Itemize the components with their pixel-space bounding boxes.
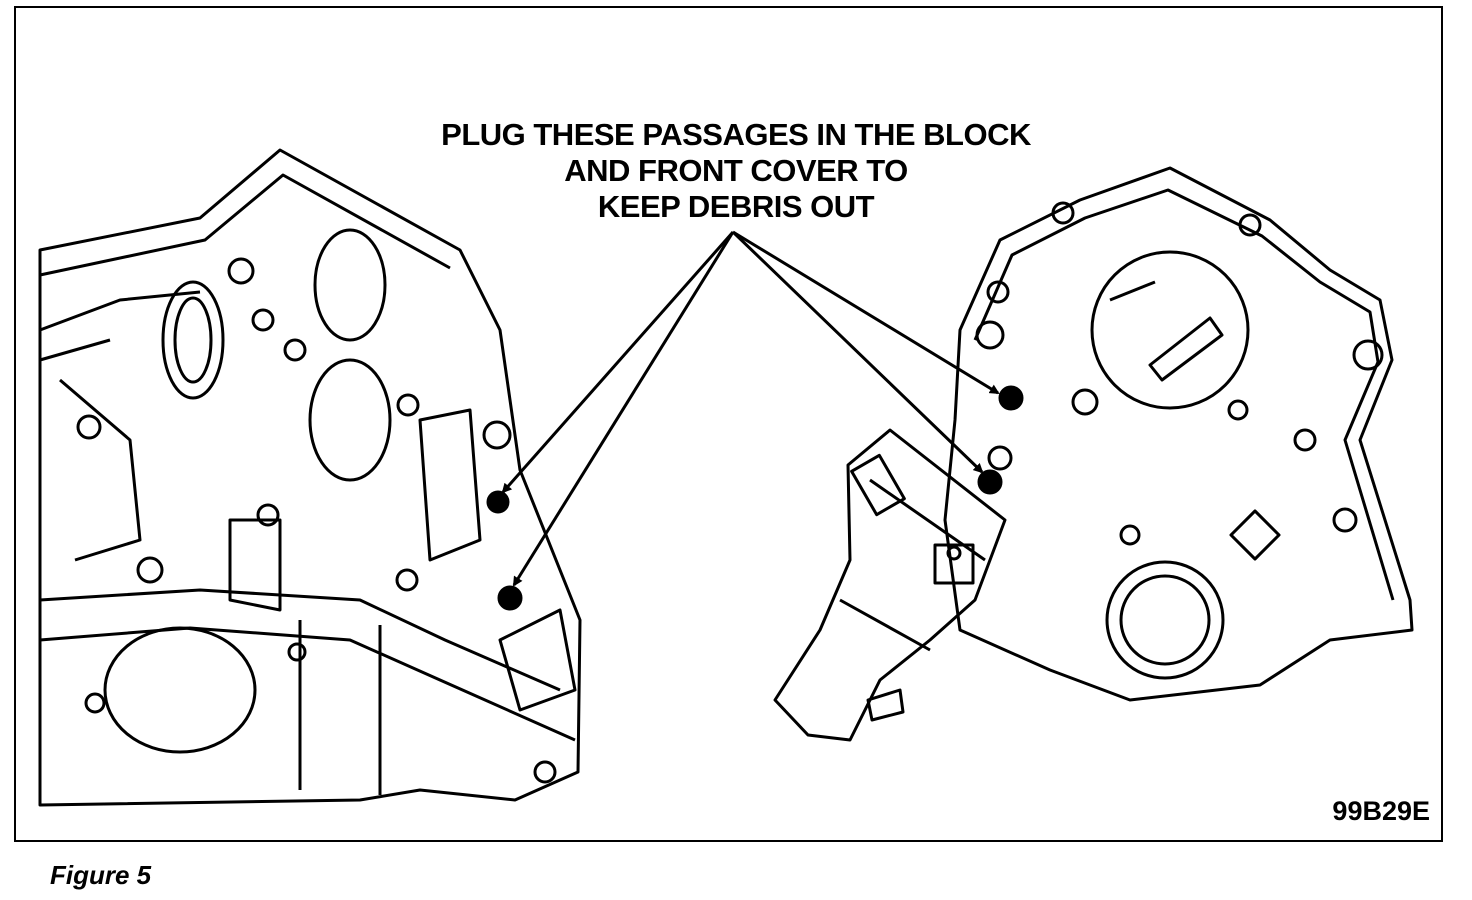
callout-label: PLUG THESE PASSAGES IN THE BLOCK AND FRO…	[380, 117, 1092, 225]
figure-caption: Figure 5	[50, 860, 152, 890]
figure-frame	[14, 6, 1443, 842]
callout-line-1: PLUG THESE PASSAGES IN THE BLOCK	[441, 117, 1031, 152]
cover-passage-plugs	[977, 385, 1024, 495]
engine-block-illustration	[38, 148, 582, 807]
illustration-code: 99B29E	[1332, 796, 1430, 826]
oil-pump-illustration	[773, 428, 1007, 742]
leader-arrow-icon	[731, 230, 984, 474]
leader-arrows	[501, 230, 1000, 587]
callout-line-3: KEEP DEBRIS OUT	[597, 189, 875, 224]
callout-line-2: AND FRONT COVER TO	[564, 153, 908, 188]
leader-arrow-icon	[732, 230, 1000, 395]
leader-arrow-icon	[501, 231, 735, 494]
block-passage-plugs	[486, 490, 523, 611]
leader-arrow-icon	[512, 231, 735, 587]
front-cover-illustration	[943, 166, 1414, 702]
